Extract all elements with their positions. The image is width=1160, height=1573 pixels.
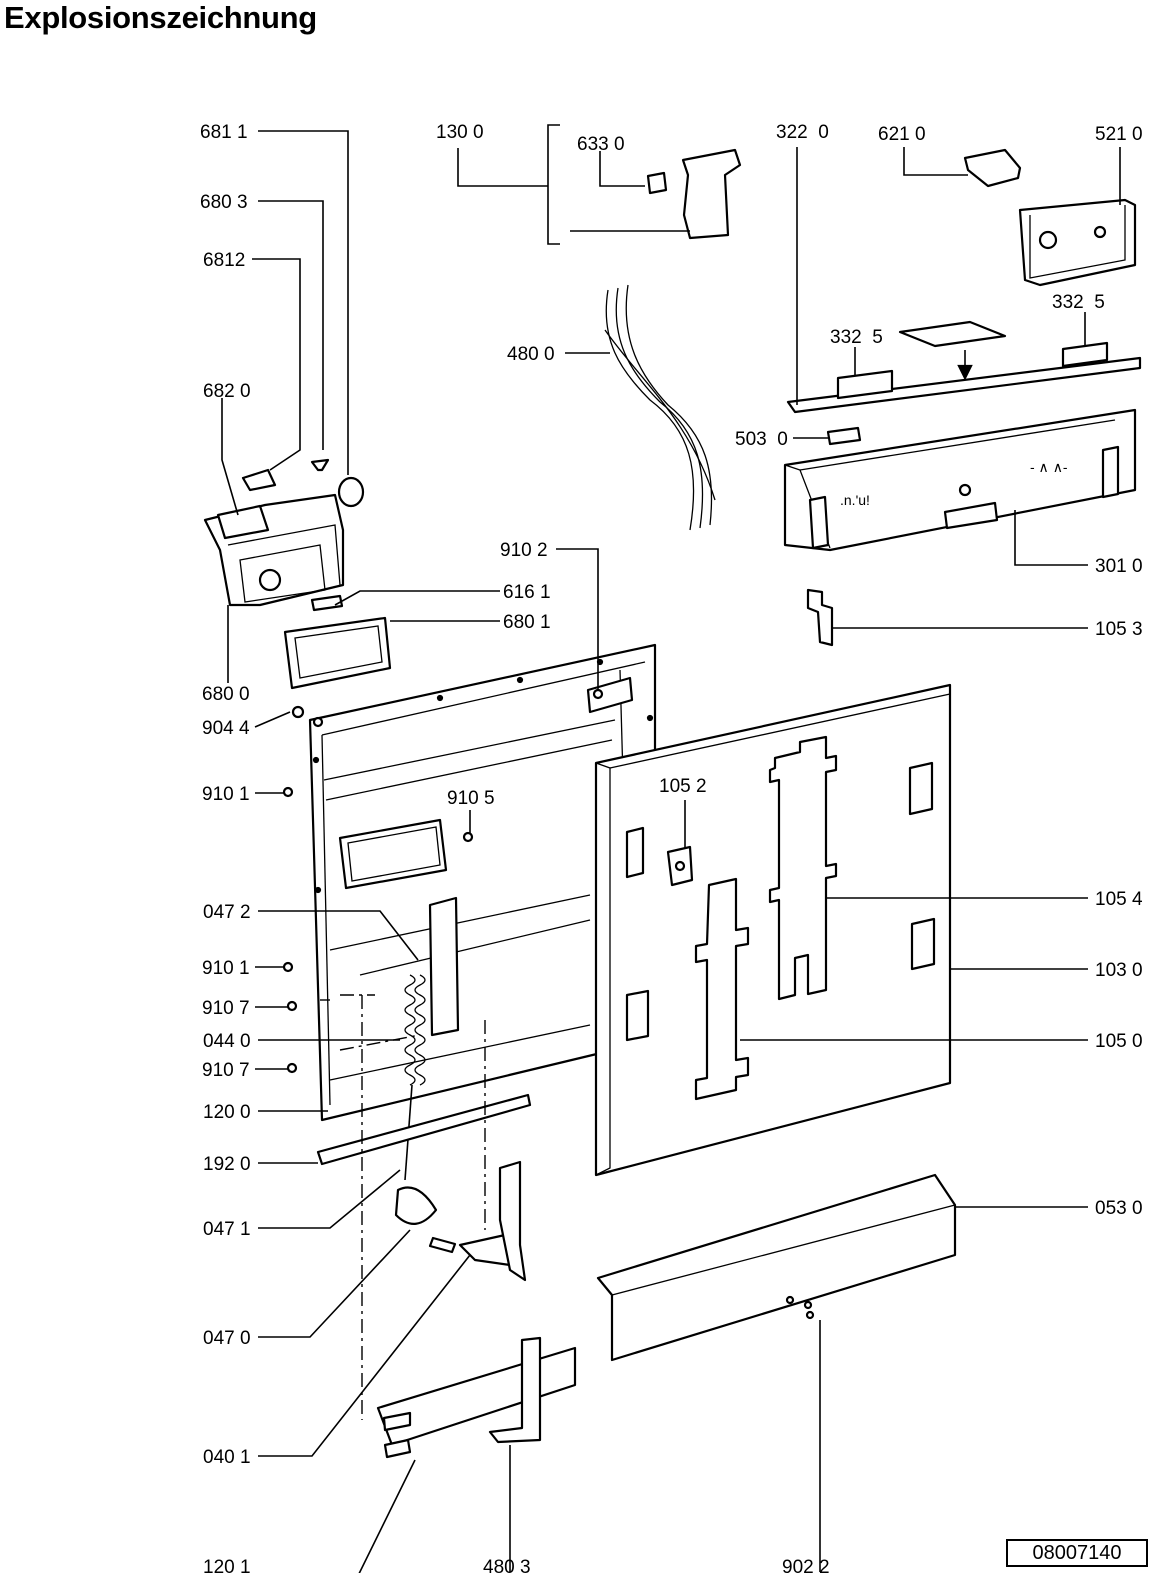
label-120-1: 120 1 (203, 1557, 251, 1573)
label-910-2: 910 2 (500, 540, 548, 561)
label-332-5-left: 332 5 (830, 327, 883, 348)
label-6812: 6812 (203, 250, 245, 271)
label-681-1: 681 1 (200, 122, 248, 143)
label-910-7-upper: 910 7 (202, 998, 250, 1019)
label-680-0: 680 0 (202, 684, 250, 705)
screws (282, 705, 474, 1074)
switch-module (963, 148, 1022, 188)
trim-strip (316, 1093, 532, 1166)
label-120-0: 120 0 (203, 1102, 251, 1123)
part-labels: 681 1 680 3 6812 682 0 616 1 680 1 680 0… (200, 122, 1143, 1573)
hinge-bracket (498, 1160, 527, 1282)
detergent-dispenser (203, 458, 365, 612)
label-633-0: 633 0 (577, 134, 625, 155)
label-480-0: 480 0 (507, 344, 555, 365)
label-047-0: 047 0 (203, 1328, 251, 1349)
label-910-7-lower: 910 7 (202, 1060, 250, 1081)
label-322-0: 322 0 (776, 122, 829, 143)
label-105-4: 105 4 (1095, 889, 1143, 910)
label-902-2: 902 2 (782, 1557, 830, 1573)
label-910-1-lower: 910 1 (202, 958, 250, 979)
label-480-3: 480 3 (483, 1557, 531, 1573)
label-105-3: 105 3 (1095, 619, 1143, 640)
cable-harness (604, 284, 716, 531)
label-130-0: 130 0 (436, 122, 484, 143)
electronic-module (1018, 198, 1137, 287)
label-682-0: 682 0 (203, 381, 251, 402)
svg-text:- ∧ ∧-: - ∧ ∧- (1030, 459, 1068, 475)
control-panel: .n.'u! - ∧ ∧- (783, 408, 1137, 552)
label-301-0: 301 0 (1095, 556, 1143, 577)
label-192-0: 192 0 (203, 1154, 251, 1175)
label-616-1: 616 1 (503, 582, 551, 603)
label-910-5: 910 5 (447, 788, 495, 809)
label-105-0: 105 0 (1095, 1031, 1143, 1052)
label-521-0: 521 0 (1095, 124, 1143, 145)
mounting-bracket-lower (488, 1336, 542, 1444)
label-044-0: 044 0 (203, 1031, 251, 1052)
dispenser-gasket (283, 616, 392, 690)
lower-bar (376, 1346, 577, 1459)
door-switch-assembly (646, 148, 742, 240)
label-680-3: 680 3 (200, 192, 248, 213)
mounting-bracket-upper (806, 588, 834, 647)
label-910-1-upper: 910 1 (202, 784, 250, 805)
label-047-1: 047 1 (203, 1219, 251, 1240)
label-680-1: 680 1 (503, 612, 551, 633)
label-105-2: 105 2 (659, 776, 707, 797)
panel-strip (786, 320, 1142, 414)
leader-lines (221, 124, 1121, 1573)
document-number: 08007140 (1006, 1539, 1148, 1567)
label-332-5-right: 332 5 (1052, 292, 1105, 313)
label-103-0: 103 0 (1095, 960, 1143, 981)
door-spring (394, 974, 512, 1267)
label-904-4: 904 4 (202, 718, 250, 739)
label-621-0: 621 0 (878, 124, 926, 145)
label-053-0: 053 0 (1095, 1198, 1143, 1219)
kick-plate (596, 1173, 957, 1362)
construction-lines (320, 994, 486, 1420)
label-040-1: 040 1 (203, 1447, 251, 1468)
label-503-0: 503 0 (735, 429, 788, 450)
svg-text:.n.'u!: .n.'u! (840, 492, 870, 508)
outer-door-panel (594, 683, 952, 1177)
label-047-2: 047 2 (203, 902, 251, 923)
page-title: Explosionszeichnung (4, 0, 317, 35)
connector (826, 426, 862, 446)
